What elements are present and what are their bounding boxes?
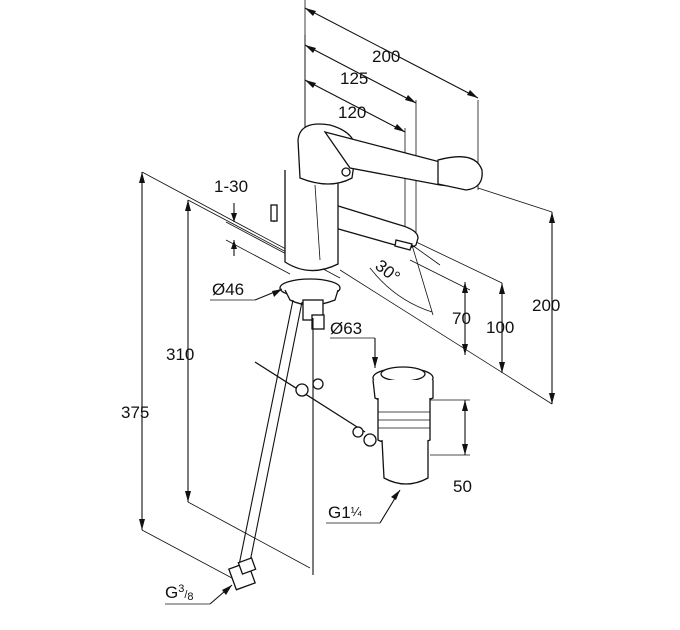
thread-g38-group: G3/8 bbox=[165, 583, 233, 605]
right-dimensions: 70 100 200 bbox=[339, 187, 560, 405]
dim-125: 125 bbox=[340, 69, 368, 88]
dim-310: 310 bbox=[166, 345, 194, 364]
dim-200-top: 200 bbox=[372, 47, 400, 66]
dim-line-200-top bbox=[304, 7, 479, 99]
dim-120: 120 bbox=[338, 103, 366, 122]
top-dimensions: 200 125 120 bbox=[304, 0, 479, 240]
dim-46: Ø46 bbox=[212, 280, 244, 299]
dim-50: 50 bbox=[453, 477, 472, 496]
thread-g114-group: G1¼ bbox=[326, 489, 401, 524]
dim-200-right: 200 bbox=[532, 296, 560, 315]
dim-63: Ø63 bbox=[330, 319, 362, 338]
dim-line-120 bbox=[304, 79, 406, 133]
angle-30-group: 30° bbox=[369, 244, 441, 316]
drain-assembly: 50 bbox=[363, 366, 472, 496]
dim-100: 100 bbox=[486, 318, 514, 337]
thread-g114: G1¼ bbox=[328, 503, 362, 522]
faucet-body bbox=[270, 123, 483, 272]
dim-375: 375 bbox=[121, 403, 149, 422]
faucet-mounting bbox=[228, 278, 366, 591]
dim-line-125 bbox=[304, 44, 417, 104]
dim-30-deg: 30° bbox=[372, 256, 404, 287]
dim-70: 70 bbox=[452, 309, 471, 328]
dim-46-group: Ø46 bbox=[210, 280, 283, 301]
dim-1-30: 1-30 bbox=[214, 177, 248, 196]
thread-g38: G3/8 bbox=[165, 583, 194, 603]
dim-1-30-group: 1-30 bbox=[214, 177, 291, 275]
dim-63-group: Ø63 bbox=[330, 319, 378, 368]
